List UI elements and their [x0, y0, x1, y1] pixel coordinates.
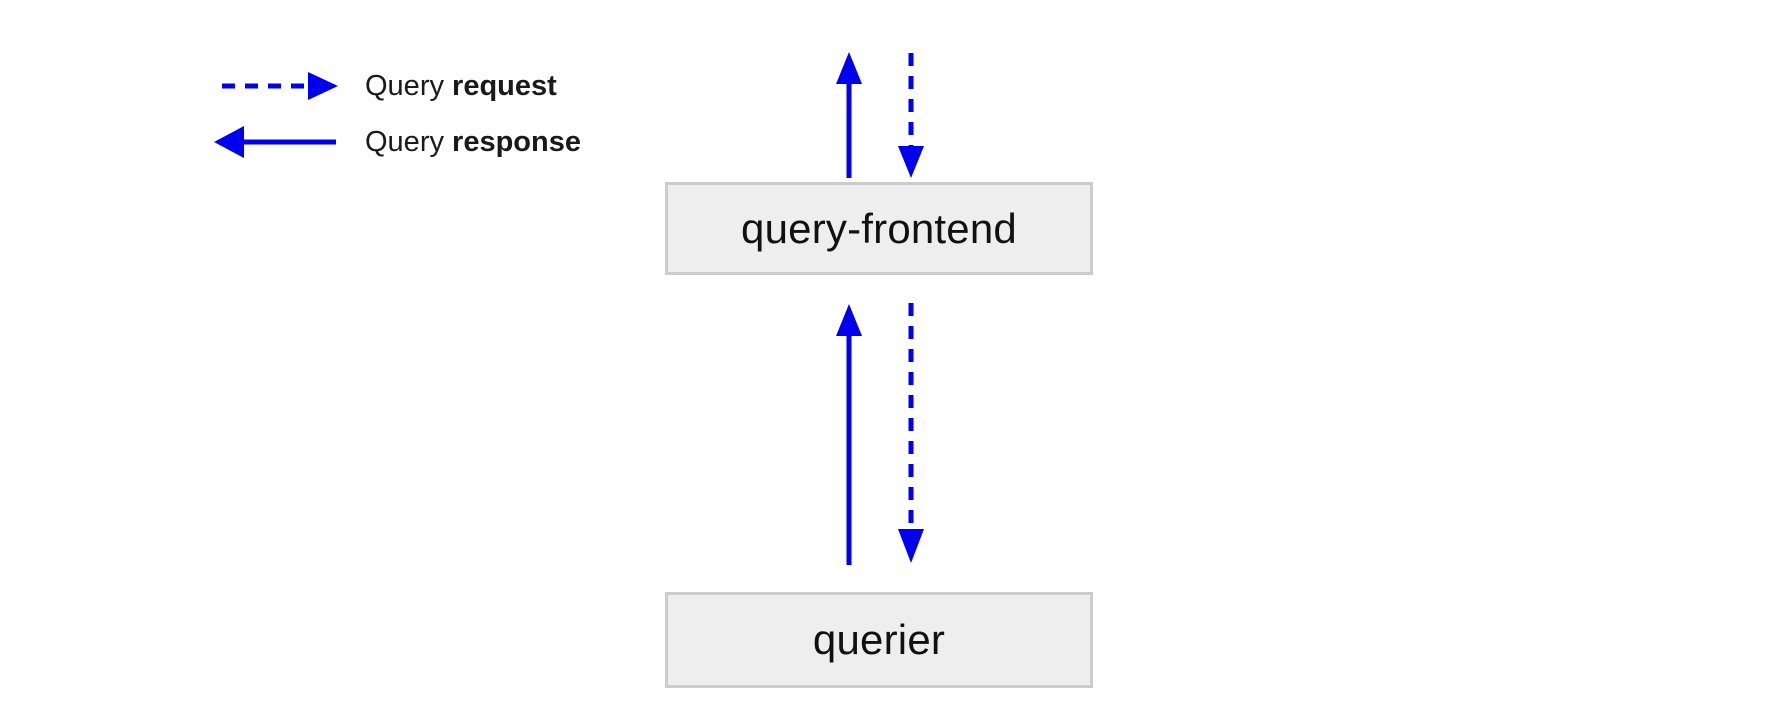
- legend-label-emphasis: response: [452, 126, 581, 158]
- solid-left-arrow-icon: [214, 126, 336, 158]
- node-querier[interactable]: querier: [665, 592, 1093, 688]
- edge-inbound-request: [898, 53, 924, 178]
- legend-label-emphasis: request: [452, 70, 557, 102]
- edge-outbound-response: [836, 52, 862, 178]
- legend-label-prefix: Query: [365, 70, 453, 102]
- node-query-frontend[interactable]: query-frontend: [665, 182, 1093, 275]
- node-label: querier: [812, 616, 946, 663]
- legend-item-label: Query response: [365, 114, 581, 170]
- legend-item-query-response: Query response: [210, 114, 630, 170]
- edge-frontend-to-querier-request: [898, 303, 924, 563]
- legend-item-query-request: Query request: [210, 58, 630, 114]
- legend-label-prefix: Query: [365, 126, 453, 158]
- node-label: query-frontend: [741, 204, 1017, 252]
- edge-querier-to-frontend-response: [836, 304, 862, 565]
- legend-item-label: Query request: [365, 58, 557, 114]
- legend: Query request Query response: [210, 58, 630, 170]
- dashed-right-arrow-icon: [222, 72, 338, 100]
